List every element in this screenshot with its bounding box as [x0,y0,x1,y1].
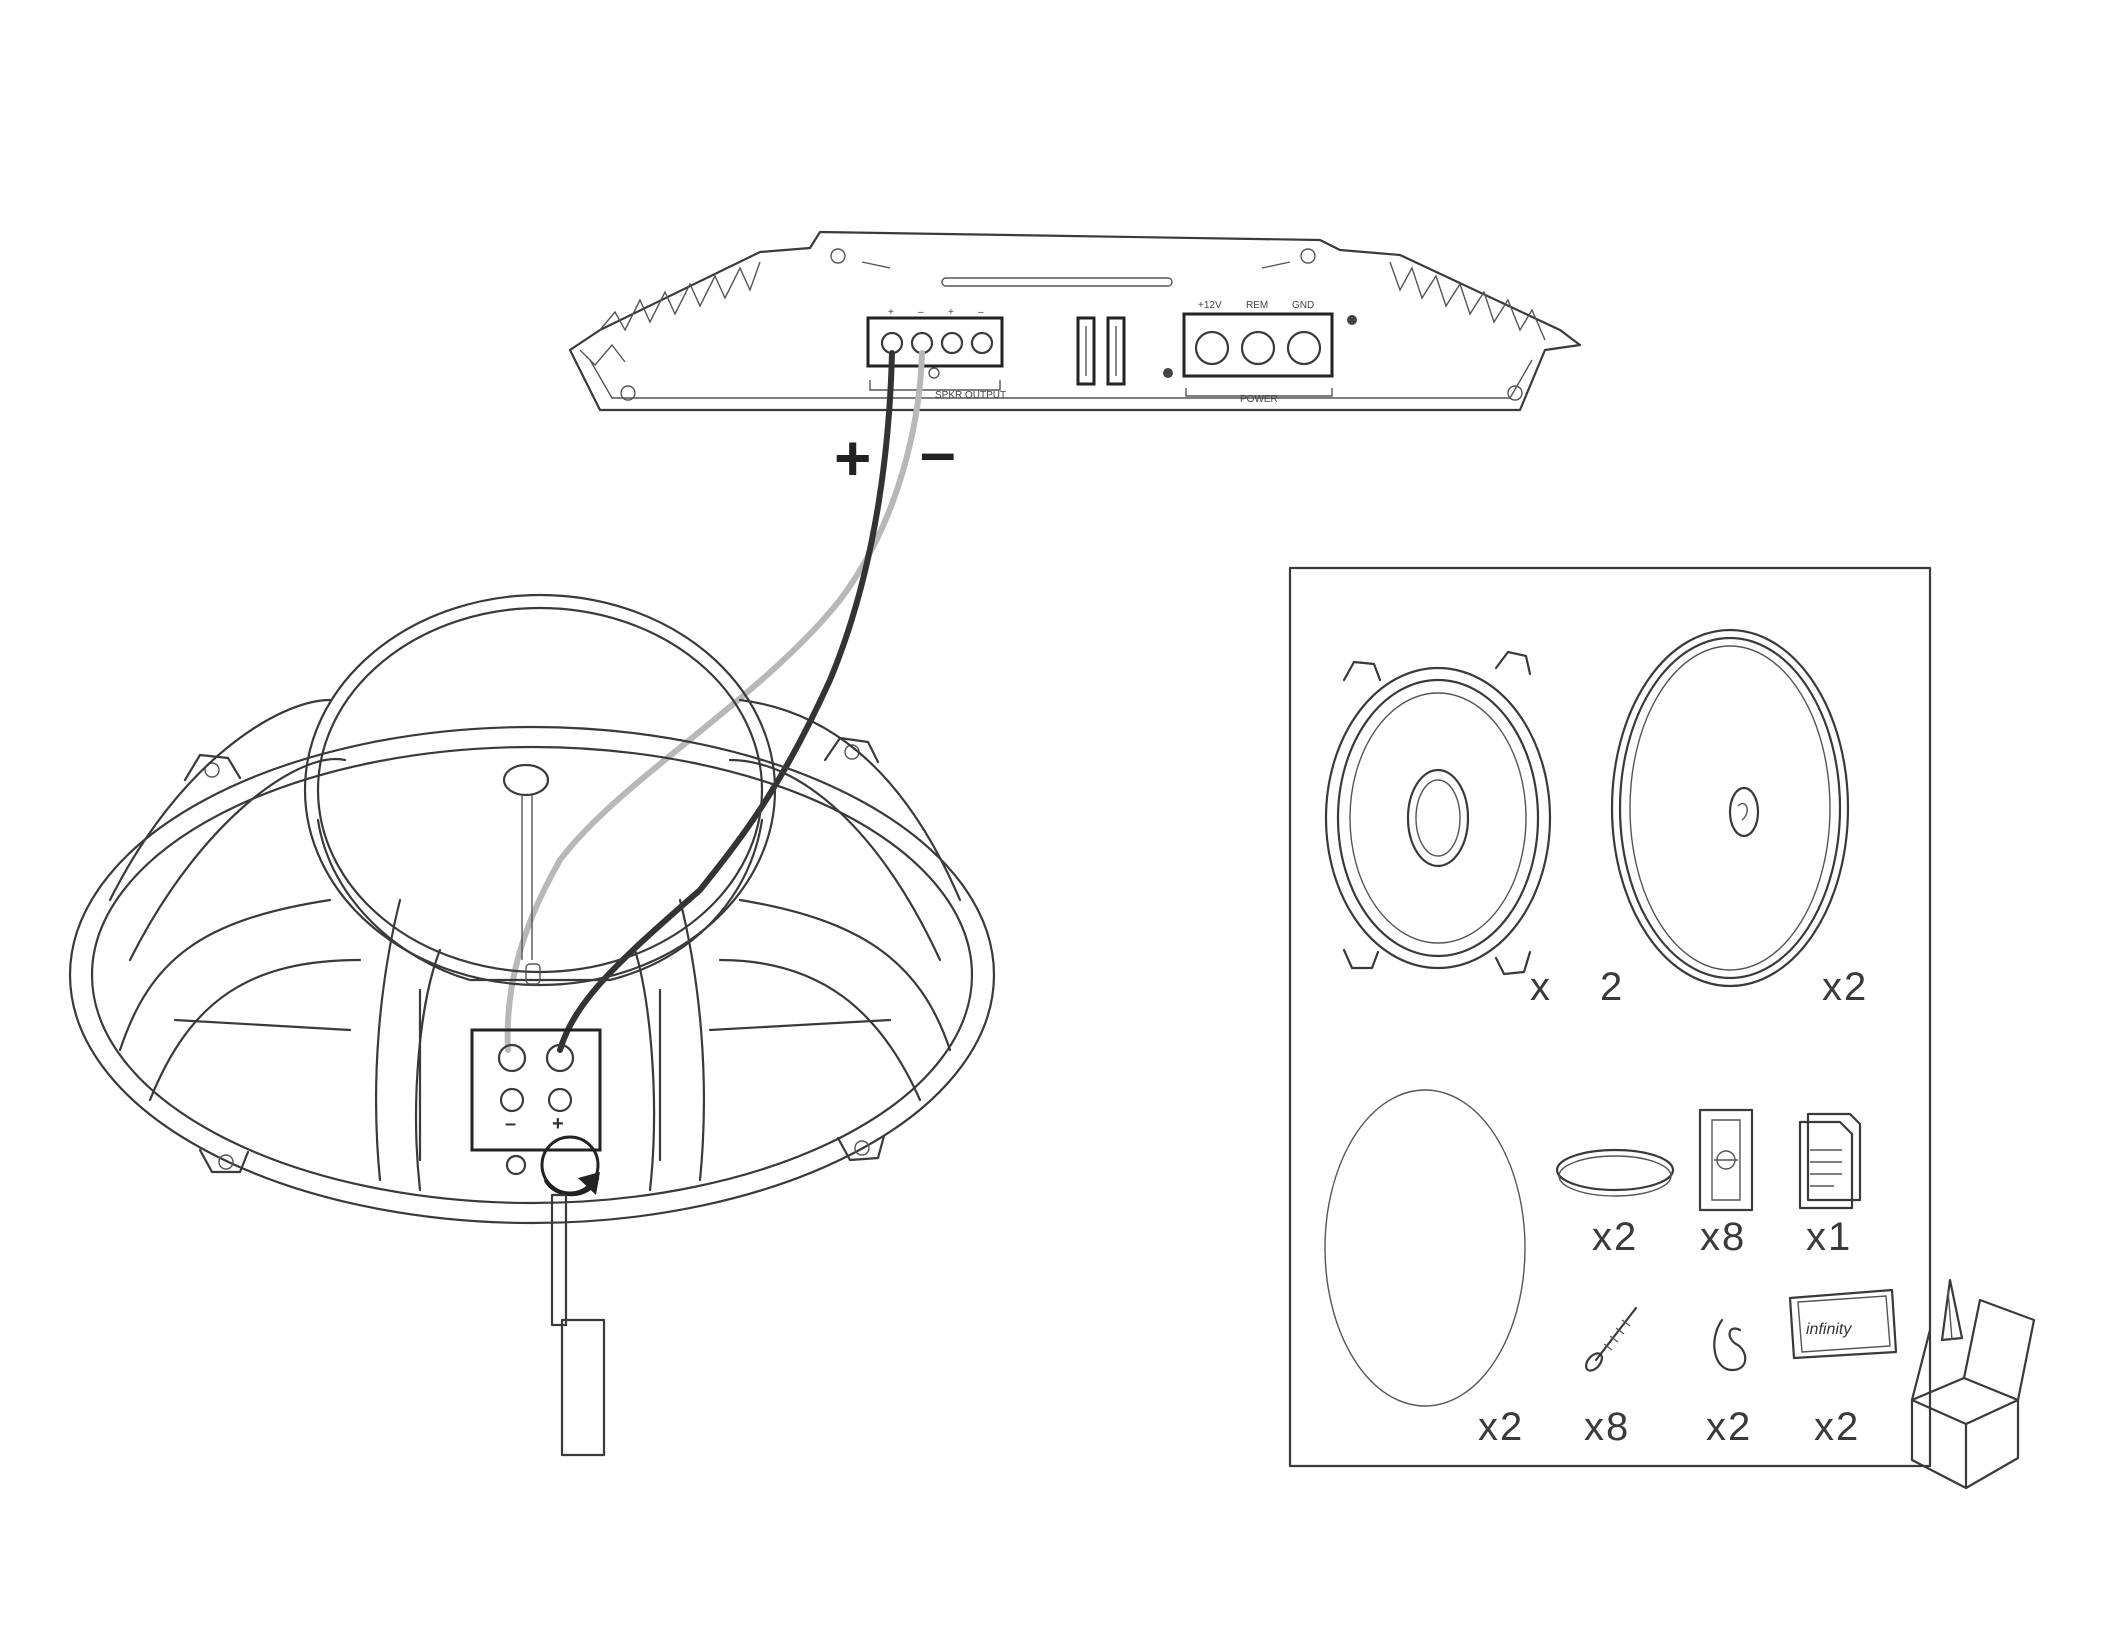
output-terminal-negative-2 [972,333,992,353]
cable-tie-item: x2 [1706,1320,1752,1449]
power-led [1163,368,1173,378]
amplifier-inner-edge [590,360,1532,398]
wire-plus-sign: + [834,422,871,494]
amp-slot [862,262,890,268]
clip-qty: x8 [1700,1215,1746,1259]
screwdriver [507,1137,604,1455]
screwdriver-handle [562,1320,604,1455]
coaxial-speaker-qty-n: 2 [1600,965,1624,1009]
output-plus-label: + [888,307,894,318]
terminal-minus-label: – [505,1113,516,1135]
coaxial-tweeter [1408,770,1468,866]
heatsink-right [1390,262,1545,340]
power-terminal-gnd [1288,332,1320,364]
badge-item: infinity x2 [1790,1290,1896,1449]
foam-ring-qty: x2 [1478,1405,1524,1449]
oval-speaker-qty: x2 [1822,965,1868,1009]
output-terminal-positive-2 [942,333,962,353]
screw-shank [1596,1308,1636,1360]
coaxial-speaker-qty-x: x [1530,965,1552,1009]
oval-speaker-rear: – + [70,595,994,1455]
power-gnd-label: GND [1292,300,1314,311]
output-minus-label-2: – [978,307,984,318]
amp-screw-hole [1301,249,1315,263]
manual-qty: x1 [1806,1215,1852,1259]
power-terminal-12v [1196,332,1228,364]
magnet-cup-inner [318,608,762,972]
speaker-terminal-negative-base [501,1089,523,1111]
speaker-terminal: – + [472,1030,600,1150]
amplifier: + – + – SPKR OUTPUT +12V REM GND POWER [570,232,1580,410]
power-terminal: +12V REM GND POWER [1163,300,1357,405]
manual-item: x1 [1800,1114,1860,1259]
foam-gasket-item: x2 [1325,1090,1525,1449]
oval-speaker-item: x2 [1612,630,1868,1009]
amp-screw-hole [831,249,845,263]
power-12v-label: +12V [1198,300,1222,311]
output-plus-label-2: + [948,307,954,318]
amplifier-body-outline [570,232,1580,410]
badge-qty: x2 [1814,1405,1860,1449]
speaker-output-label: SPKR OUTPUT [935,390,1006,401]
cable-tie [1714,1320,1745,1370]
package-contents: x 2 x2 x2 x2 x8 [1290,568,1930,1466]
output-minus-label: – [918,307,924,318]
badge-text: infinity [1806,1321,1852,1338]
screw-item: x8 [1583,1308,1636,1449]
terminal-housing-sides [420,990,660,1160]
terminal-plus-label: + [552,1113,564,1135]
output-terminal-negative [912,333,932,353]
power-rem-label: REM [1246,300,1268,311]
heatsink-left [580,262,760,365]
amp-slot [1262,262,1290,268]
amp-top-vent [942,278,1172,286]
terminal-screw [507,1156,525,1174]
output-led [929,368,939,378]
power-led [1347,315,1357,325]
speaker-terminal-negative-post [499,1045,525,1071]
clip-item: x8 [1700,1110,1752,1259]
power-terminal-rem [1242,332,1274,364]
coaxial-speaker-item: x 2 [1326,652,1624,1009]
box-arrow [1942,1280,1962,1340]
screw-qty: x8 [1584,1405,1630,1449]
screwdriver-shaft [552,1195,566,1325]
speaker-terminal-positive-base [549,1089,571,1111]
grille-ring-item: x2 [1557,1150,1673,1259]
coaxial-frame [1326,668,1550,968]
foam-gasket [1325,1090,1525,1406]
speaker-terminal-block [472,1030,600,1150]
pole-vent [504,765,548,795]
mounting-tabs [185,738,884,1172]
output-terminal-block [868,318,1002,366]
power-terminal-block [1184,314,1332,376]
oval-speaker-logo [1730,788,1758,836]
grille-ring-qty: x2 [1592,1215,1638,1259]
cable-tie-qty: x2 [1706,1405,1752,1449]
fuses [1078,318,1124,384]
power-label: POWER [1240,394,1278,405]
wire-minus-sign: – [920,416,956,488]
